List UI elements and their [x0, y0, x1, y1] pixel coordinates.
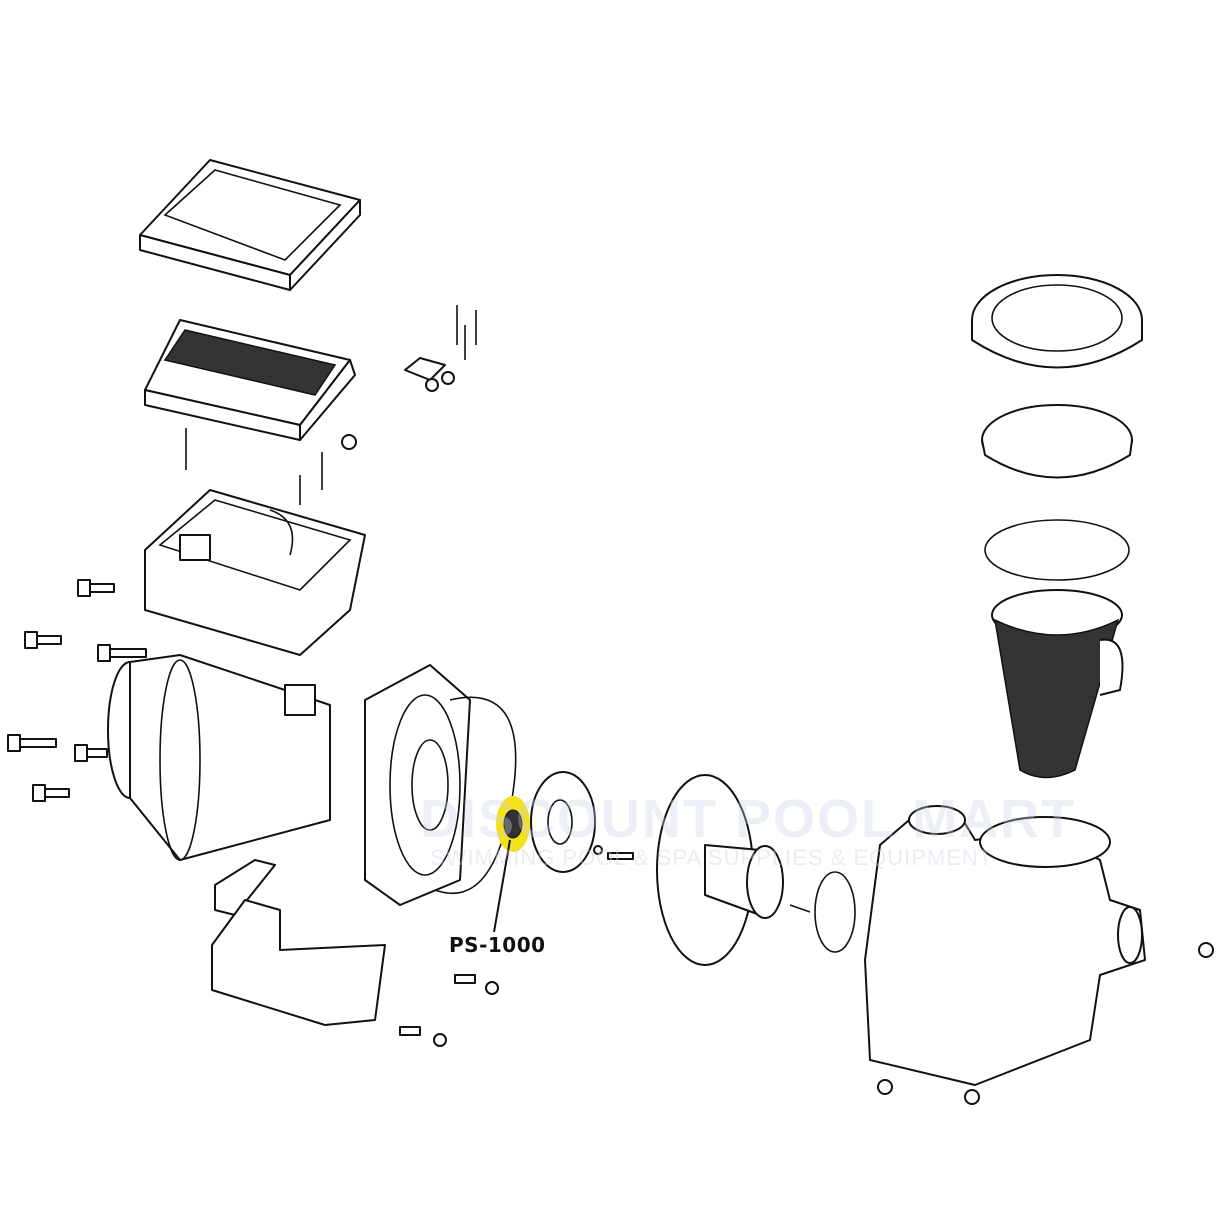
lid-o-ring [984, 519, 1130, 581]
base-bolts [399, 974, 499, 1047]
pump-seal-ps-1000 [493, 796, 530, 933]
drive-base [144, 489, 366, 656]
diffuser-o-ring [814, 871, 856, 953]
impeller-screw [593, 845, 634, 860]
impeller [530, 771, 596, 873]
bracket-and-nuts [341, 357, 455, 450]
motor [107, 654, 331, 861]
keypad-housing [144, 319, 356, 441]
screws [185, 305, 477, 505]
bolts [7, 579, 147, 802]
drive-cover [139, 159, 361, 291]
watermark-brand: DISCOUNT POOL MART [420, 789, 1076, 849]
lid-clamp-ring [971, 274, 1143, 369]
strainer-lid [981, 404, 1133, 479]
pump-housing [864, 805, 1214, 1105]
diffuser [656, 774, 811, 966]
strainer-basket [991, 589, 1124, 779]
motor-feet [211, 859, 386, 1026]
watermark-tagline: SWIMMING POOL & SPA SUPPLIES & EQUIPMENT [430, 845, 994, 870]
seal-plate [364, 664, 517, 906]
part-callout-label: PS-1000 [449, 933, 546, 957]
